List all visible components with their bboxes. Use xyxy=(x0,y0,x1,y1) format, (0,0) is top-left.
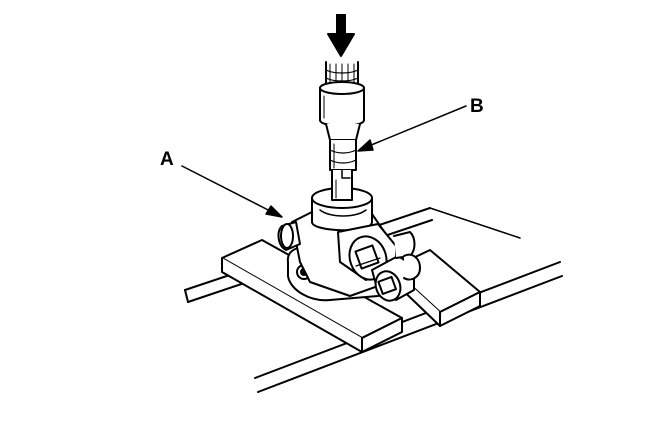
leader-arrowhead-a-icon xyxy=(266,206,282,217)
leader-line-a xyxy=(182,166,276,214)
press-direction-arrow-icon xyxy=(328,14,354,56)
leader-lines xyxy=(182,106,466,217)
callout-label-b: B xyxy=(470,96,484,117)
leader-arrowhead-b-icon xyxy=(358,140,373,151)
leader-line-b xyxy=(364,106,466,148)
callout-label-a: A xyxy=(160,149,174,170)
press-tool xyxy=(320,62,364,200)
valve-body xyxy=(279,188,420,304)
